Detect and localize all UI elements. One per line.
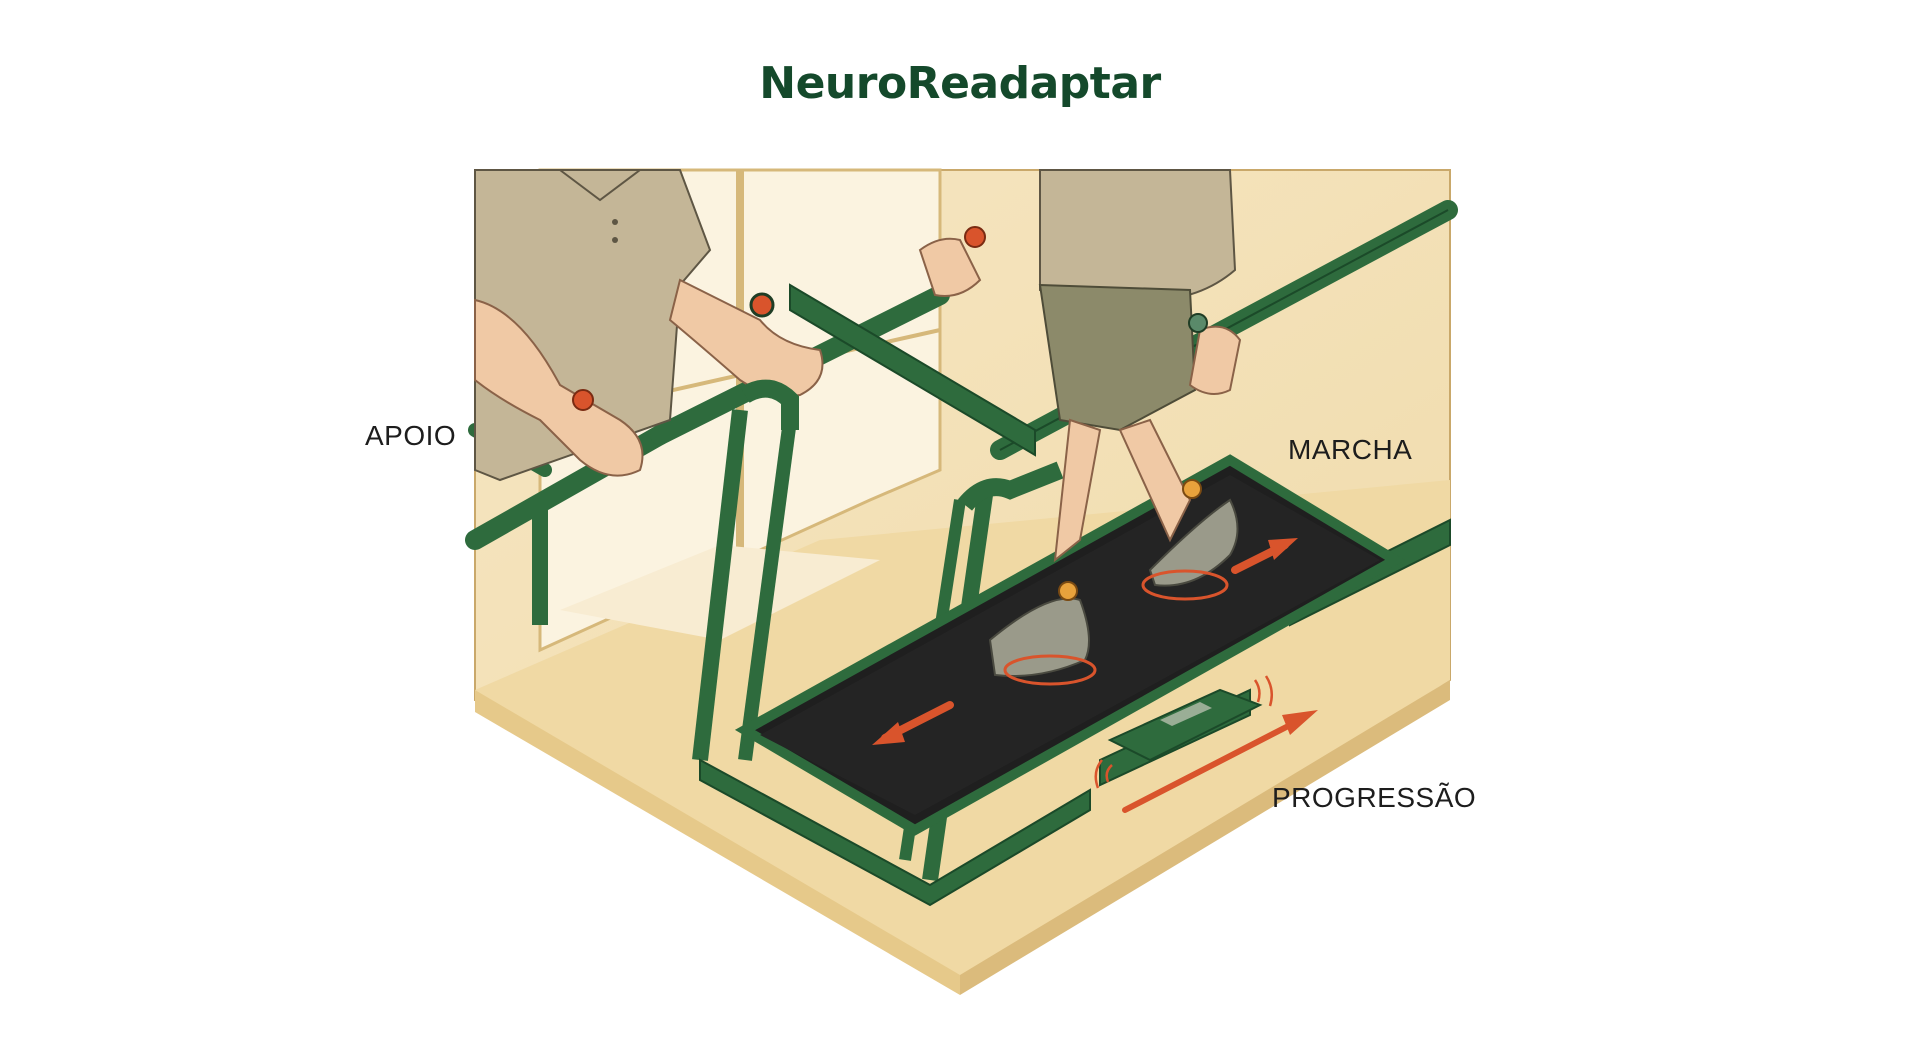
page-title: NeuroReadaptar [759,58,1161,109]
signal-waves-icon [1003,654,1097,686]
arrow-icon [1231,538,1298,574]
signal-waves-icon [1094,759,1113,789]
motion-arrows [872,538,1318,813]
sensor-dot-icon [749,292,775,318]
label-support: APOIO [365,420,457,451]
sensor-dot-icon [1058,581,1078,601]
floor-slab-left [475,690,960,995]
sensor-dot-icon [964,226,986,248]
sensor-dot-icon [572,389,594,411]
arrow-icon [1122,710,1318,813]
label-progression: PROGRESSÃO [1272,782,1477,813]
sensor-dot-icon [1182,479,1202,499]
signal-waves-icon [1253,675,1274,707]
patient [918,169,1242,686]
control-box [1107,688,1263,762]
floor-slab-right [960,680,1450,995]
therapist [474,169,824,482]
sensor-dot-icon [1188,313,1208,333]
arrow-icon [872,701,954,745]
signal-waves-icon [1141,569,1229,601]
label-gait: MARCHA [1288,434,1413,465]
